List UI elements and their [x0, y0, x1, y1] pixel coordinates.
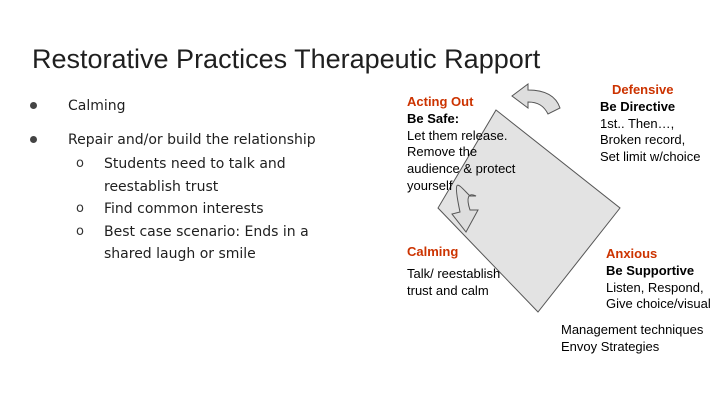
anxious-line: Listen, Respond, [606, 279, 704, 295]
circle-bullet-icon: o [76, 201, 84, 216]
sub-list-item-label: Find common interests [104, 201, 264, 217]
anxious-line: Give choice/visual [606, 296, 711, 312]
bullet-dot [30, 102, 37, 109]
defensive-line: Broken record, [600, 132, 686, 148]
calming-line: trust and calm [407, 282, 489, 298]
calming-block: Calming Talk/ reestablish trust and calm [407, 244, 500, 299]
acting-out-subheading: Be Safe: [407, 110, 460, 126]
defensive-block: Defensive Be Directive 1st.. Then…, Brok… [600, 82, 700, 166]
sub-list-item: o Students need to talk and reestablish t… [76, 153, 346, 198]
circle-bullet-icon: o [76, 223, 84, 239]
defensive-heading: Defensive [612, 82, 674, 97]
curved-arrow-left-icon [451, 184, 479, 233]
list-item-label: Calming [68, 98, 126, 114]
footer-block: Management techniques Envoy Strategies [561, 322, 703, 356]
sub-list-item: o Find common interests [76, 198, 346, 221]
anxious-subheading: Be Supportive [606, 262, 695, 278]
calming-line: Talk/ reestablish [407, 265, 501, 281]
anxious-block: Anxious Be Supportive Listen, Respond, G… [606, 246, 711, 313]
sub-list: o Students need to talk and reestablish t… [76, 153, 346, 266]
defensive-line: 1st.. Then…, [600, 115, 675, 131]
acting-out-line: yourself [407, 177, 453, 193]
footer-line: Management techniques [561, 322, 704, 337]
sub-list-item-label: Students need to talk and reestablish tr… [104, 156, 286, 195]
defensive-subheading: Be Directive [600, 98, 676, 114]
curved-arrow-top-icon [511, 83, 561, 115]
footer-line: Envoy Strategies [561, 338, 660, 354]
calming-heading: Calming [407, 244, 459, 259]
page-title: Restorative Practices Therapeutic Rappor… [32, 44, 541, 74]
defensive-line: Set limit w/choice [600, 149, 701, 165]
circle-bullet-icon: o [76, 156, 84, 171]
sub-list-item-label: Best case scenario: Ends in a shared lau… [104, 223, 309, 263]
acting-out-block: Acting Out Be Safe: Let them release. Re… [407, 94, 515, 195]
acting-out-line: Let them release. [407, 127, 508, 143]
acting-out-line: audience & protect [407, 161, 516, 177]
list-item-label: Repair and/or build the relationship [68, 132, 316, 148]
sub-list-item: o Best case scenario: Ends in a shared la… [76, 221, 346, 266]
anxious-heading: Anxious [606, 246, 658, 261]
center-diamond [437, 109, 621, 313]
acting-out-heading: Acting Out [407, 94, 474, 109]
acting-out-line: Remove the [407, 144, 478, 160]
bullet-dot [30, 136, 37, 143]
